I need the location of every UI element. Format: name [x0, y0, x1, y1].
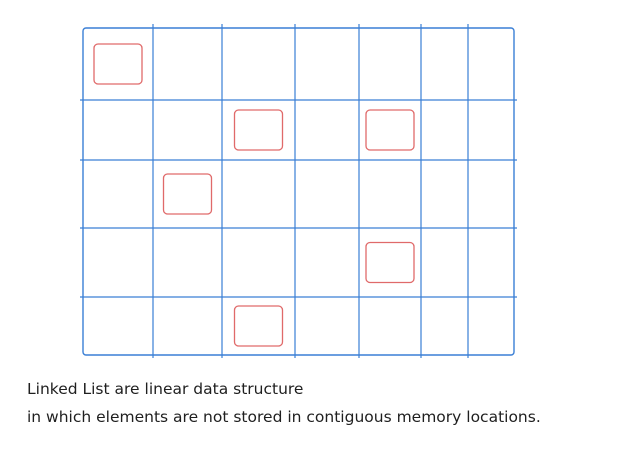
memory-grid [80, 24, 517, 358]
memory-node-box [365, 241, 415, 284]
caption-line-1: Linked List are linear data structure [27, 380, 304, 398]
memory-grid-diagram [80, 24, 517, 358]
memory-node-box [365, 109, 415, 151]
caption-line-2: in which elements are not stored in cont… [27, 408, 541, 426]
memory-node-box [162, 173, 213, 215]
grid-border [82, 27, 515, 356]
memory-node-box [233, 305, 284, 347]
linked-list-nodes [93, 43, 415, 347]
memory-node-box [233, 109, 284, 151]
memory-node-box [93, 43, 143, 85]
